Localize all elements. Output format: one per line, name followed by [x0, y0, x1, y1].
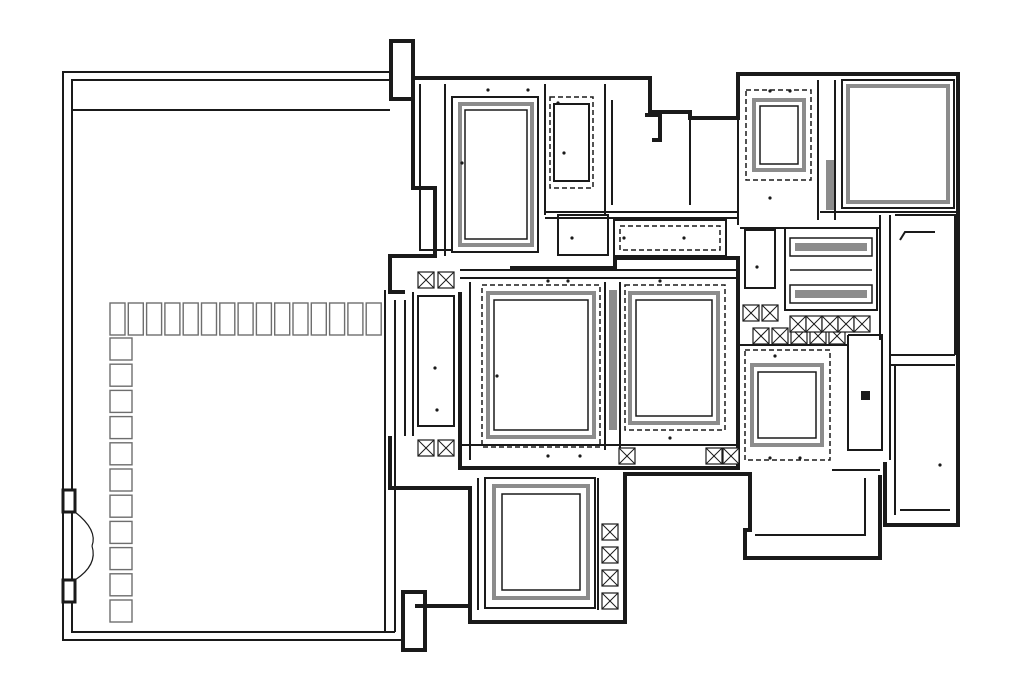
- exterior-walls: [388, 72, 960, 624]
- ceiling-panel-dining: [481, 284, 601, 448]
- downlight-point: [566, 279, 570, 283]
- fixture-box-icon: [417, 271, 435, 289]
- paving-tile: [274, 302, 291, 336]
- interior-walls: [404, 80, 958, 610]
- paving-tile: [145, 302, 163, 336]
- downlight-point: [622, 236, 626, 240]
- pillar-icon: [401, 590, 427, 652]
- paving-tile: [109, 468, 133, 492]
- ceiling-panel-bathroom: [744, 227, 878, 311]
- downlight-points: [433, 88, 942, 467]
- paving-tiles-row: [109, 302, 382, 336]
- paving-tile: [292, 302, 309, 336]
- paving-tile: [164, 302, 181, 336]
- ceiling-panel-living: [609, 284, 726, 431]
- paving-tile: [255, 302, 273, 336]
- downlight-point: [755, 265, 759, 269]
- downlight-point: [798, 456, 802, 460]
- fixture-box-icon: [742, 304, 760, 322]
- paving-tile: [109, 494, 133, 518]
- paving-tile: [109, 546, 133, 571]
- fixture-box-icon: [861, 391, 870, 400]
- downlight-point: [460, 161, 464, 165]
- fixture-box-icon: [722, 447, 740, 465]
- ceiling-panel-hall-left: [417, 295, 455, 427]
- terrace: [62, 71, 405, 641]
- fixture-box-icon: [837, 315, 855, 333]
- ceiling-panel-master-bedroom: [826, 79, 955, 210]
- paving-tile: [109, 363, 133, 387]
- ceiling-panel-bedroom-top-left: [451, 96, 539, 253]
- downlight-point: [495, 374, 499, 378]
- ceiling-panel-kitchen: [484, 477, 596, 609]
- downlight-point: [938, 463, 942, 467]
- downlight-point: [433, 366, 437, 370]
- fixture-box-icon: [601, 523, 619, 541]
- paving-tile: [109, 573, 133, 597]
- pillar-icon: [389, 39, 415, 101]
- fixture-box-icon: [437, 271, 455, 289]
- downlight-point: [768, 196, 772, 200]
- downlight-point: [562, 151, 566, 155]
- fixture-box-icon: [853, 315, 871, 333]
- paving-tile: [109, 442, 133, 466]
- downlight-point: [668, 436, 672, 440]
- paving-tile: [328, 302, 346, 336]
- fixture-box-icon: [771, 327, 789, 345]
- door-swing-icon: [61, 488, 94, 604]
- fixture-box-icon: [752, 327, 770, 345]
- paving-tile: [237, 302, 254, 336]
- paving-tile: [365, 302, 382, 336]
- paving-tiles-column: [109, 337, 133, 623]
- paving-tile: [109, 389, 133, 414]
- paving-tile: [182, 302, 199, 336]
- paving-tile: [109, 337, 133, 361]
- downlight-point: [768, 89, 772, 93]
- downlight-point: [682, 236, 686, 240]
- downlight-point: [768, 456, 772, 460]
- paving-tile: [219, 302, 236, 336]
- downlight-point: [556, 101, 560, 105]
- downlight-point: [526, 88, 530, 92]
- fixture-box-icon: [601, 592, 619, 610]
- downlight-point: [546, 454, 550, 458]
- fixture-box-icon: [601, 569, 619, 587]
- paving-tile: [347, 302, 364, 336]
- downlight-point: [578, 454, 582, 458]
- fixture-box-icon: [789, 315, 807, 333]
- ceiling-panel-corridor: [557, 214, 727, 257]
- paving-tile: [310, 302, 327, 336]
- light-fixtures: [417, 271, 871, 610]
- ceiling-panel-study: [744, 349, 831, 461]
- paving-tile: [109, 599, 133, 623]
- paving-tile: [109, 520, 133, 545]
- ceiling-panel-closet: [549, 96, 594, 189]
- paving-tile: [109, 415, 133, 440]
- fixture-box-icon: [417, 439, 435, 457]
- fixture-box-icon: [821, 315, 839, 333]
- ceiling-panel-bedroom-top-right-small: [745, 89, 812, 181]
- fixture-box-icon: [705, 447, 723, 465]
- paving-tile: [109, 302, 126, 336]
- downlight-point: [658, 279, 662, 283]
- downlight-point: [773, 354, 777, 358]
- downlight-point: [570, 236, 574, 240]
- fixture-box-icon: [618, 447, 636, 465]
- fixture-box-icon: [437, 439, 455, 457]
- paving-tile: [200, 302, 218, 336]
- ceiling-panel-balcony-right: [755, 214, 956, 536]
- fixture-box-icon: [601, 546, 619, 564]
- downlight-point: [546, 279, 550, 283]
- downlight-point: [788, 89, 792, 93]
- downlight-point: [486, 88, 490, 92]
- fixture-box-icon: [761, 304, 779, 322]
- paving-tile: [127, 302, 145, 336]
- downlight-point: [435, 408, 439, 412]
- fixture-box-icon: [805, 315, 823, 333]
